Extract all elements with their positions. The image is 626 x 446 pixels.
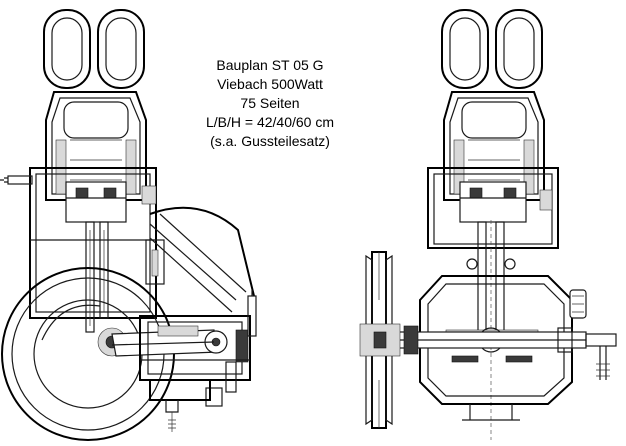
connecting-rods-left xyxy=(85,221,109,333)
caption-reference: (s.a. Gussteilesatz) xyxy=(210,133,330,149)
cooling-fins-left xyxy=(43,9,145,89)
cooling-fins-right xyxy=(441,9,543,89)
piston-left xyxy=(65,181,127,223)
crankcase-right xyxy=(427,167,559,249)
caption-title: Bauplan ST 05 G xyxy=(216,57,324,73)
front-section-view xyxy=(359,9,617,440)
pulley-right xyxy=(359,251,401,429)
blueprint-caption: Bauplan ST 05 G Viebach 500Watt 75 Seite… xyxy=(180,56,360,151)
oil-pan-left xyxy=(149,379,211,432)
side-section-view xyxy=(0,9,257,441)
shaft-end-right xyxy=(569,289,617,380)
caption-pages: 75 Seiten xyxy=(240,95,300,111)
caption-model: Viebach 500Watt xyxy=(217,76,323,92)
piston-right xyxy=(459,181,527,223)
base-right xyxy=(462,404,520,421)
control-rod-left xyxy=(205,290,257,407)
caption-dimensions: L/B/H = 42/40/60 cm xyxy=(205,114,335,130)
fitting-left xyxy=(0,175,33,185)
crankshaft-right xyxy=(395,325,587,355)
frame-strut-left xyxy=(145,206,255,313)
